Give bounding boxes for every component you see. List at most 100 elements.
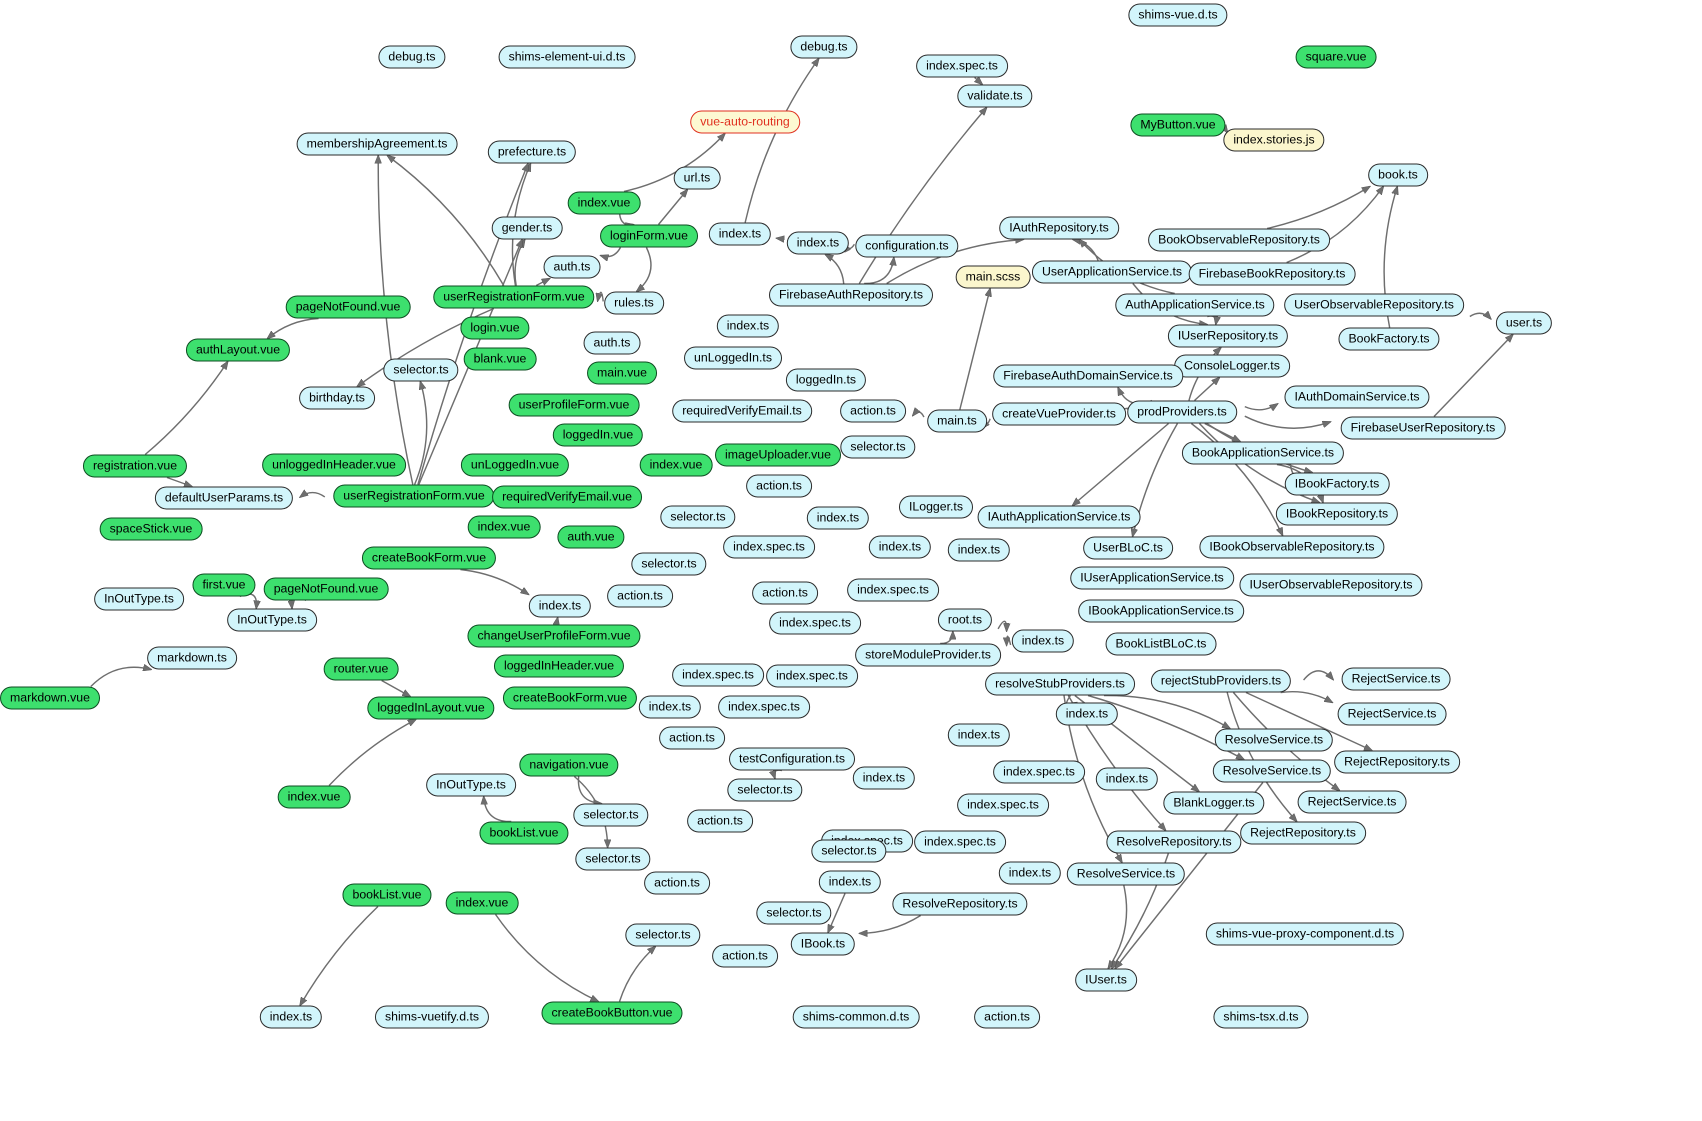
graph-node-user-ts[interactable]: user.ts — [1495, 311, 1553, 335]
graph-node-router-vue[interactable]: router.vue — [323, 657, 399, 681]
graph-node-shims-vue-proxy-component-d-ts[interactable]: shims-vue-proxy-component.d.ts — [1205, 922, 1405, 946]
graph-node-changeuserprofileform-vue[interactable]: changeUserProfileForm.vue — [467, 624, 641, 648]
graph-node-index-vue[interactable]: index.vue — [277, 785, 351, 809]
graph-node-selector-ts[interactable]: selector.ts — [573, 803, 649, 827]
graph-node-bookobservablerepository-ts[interactable]: BookObservableRepository.ts — [1148, 228, 1330, 252]
graph-node-selector-ts[interactable]: selector.ts — [631, 552, 707, 576]
graph-node-book-ts[interactable]: book.ts — [1368, 163, 1428, 187]
graph-node-mybutton-vue[interactable]: MyButton.vue — [1130, 113, 1226, 137]
graph-node-rules-ts[interactable]: rules.ts — [604, 291, 664, 315]
graph-node-pagenotfound-vue[interactable]: pageNotFound.vue — [263, 577, 389, 601]
graph-node-iauthdomainservice-ts[interactable]: IAuthDomainService.ts — [1284, 385, 1430, 409]
graph-node-defaultuserparams-ts[interactable]: defaultUserParams.ts — [154, 486, 294, 510]
graph-node-requiredverifyemail-vue[interactable]: requiredVerifyEmail.vue — [492, 485, 642, 509]
graph-node-firebaseauthdomainservice-ts[interactable]: FirebaseAuthDomainService.ts — [993, 364, 1183, 388]
graph-node-index-ts[interactable]: index.ts — [786, 231, 850, 255]
graph-node-auth-ts[interactable]: auth.ts — [583, 331, 641, 355]
graph-node-selector-ts[interactable]: selector.ts — [727, 778, 803, 802]
graph-node-prefecture-ts[interactable]: prefecture.ts — [487, 140, 577, 164]
graph-node-markdown-vue[interactable]: markdown.vue — [0, 686, 100, 710]
graph-node-consolelogger-ts[interactable]: ConsoleLogger.ts — [1174, 354, 1290, 378]
graph-node-inouttype-ts[interactable]: InOutType.ts — [426, 773, 516, 797]
graph-node-spacestick-vue[interactable]: spaceStick.vue — [99, 517, 203, 541]
graph-node-unloggedinheader-vue[interactable]: unloggedInHeader.vue — [262, 453, 406, 477]
graph-node-url-ts[interactable]: url.ts — [673, 166, 721, 190]
graph-node-rejectrepository-ts[interactable]: RejectRepository.ts — [1334, 750, 1460, 774]
graph-node-shims-vuetify-d-ts[interactable]: shims-vuetify.d.ts — [374, 1005, 490, 1029]
graph-node-selector-ts[interactable]: selector.ts — [756, 901, 832, 925]
graph-node-booklistbloc-ts[interactable]: BookListBLoC.ts — [1105, 632, 1217, 656]
graph-node-index-vue[interactable]: index.vue — [445, 891, 519, 915]
graph-node-index-spec-ts[interactable]: index.spec.ts — [847, 578, 939, 602]
graph-node-iauthrepository-ts[interactable]: IAuthRepository.ts — [999, 216, 1119, 240]
graph-node-index-spec-ts[interactable]: index.spec.ts — [672, 663, 764, 687]
graph-node-bookfactory-ts[interactable]: BookFactory.ts — [1338, 327, 1440, 351]
graph-node-gender-ts[interactable]: gender.ts — [491, 216, 563, 240]
graph-node-registration-vue[interactable]: registration.vue — [82, 454, 188, 478]
graph-node-shims-tsx-d-ts[interactable]: shims-tsx.d.ts — [1213, 1005, 1309, 1029]
graph-node-selector-ts[interactable]: selector.ts — [625, 923, 701, 947]
graph-node-index-spec-ts[interactable]: index.spec.ts — [766, 664, 858, 688]
graph-node-action-ts[interactable]: action.ts — [607, 584, 673, 608]
graph-node-login-vue[interactable]: login.vue — [460, 316, 530, 340]
graph-node-action-ts[interactable]: action.ts — [974, 1005, 1040, 1029]
graph-node-rejectrepository-ts[interactable]: RejectRepository.ts — [1240, 821, 1366, 845]
graph-node-action-ts[interactable]: action.ts — [752, 581, 818, 605]
graph-node-authlayout-vue[interactable]: authLayout.vue — [185, 338, 291, 362]
graph-node-userbloc-ts[interactable]: UserBLoC.ts — [1083, 536, 1173, 560]
graph-node-selector-ts[interactable]: selector.ts — [575, 847, 651, 871]
graph-node-requiredverifyemail-ts[interactable]: requiredVerifyEmail.ts — [672, 399, 812, 423]
graph-node-rejectservice-ts[interactable]: RejectService.ts — [1341, 667, 1451, 691]
graph-node-createbookform-vue[interactable]: createBookForm.vue — [361, 546, 497, 570]
graph-node-userobservablerepository-ts[interactable]: UserObservableRepository.ts — [1284, 293, 1464, 317]
graph-node-shims-element-ui-d-ts[interactable]: shims-element-ui.d.ts — [498, 45, 636, 69]
graph-node-index-spec-ts[interactable]: index.spec.ts — [723, 535, 815, 559]
graph-node-prodproviders-ts[interactable]: prodProviders.ts — [1127, 400, 1237, 424]
graph-node-inouttype-ts[interactable]: InOutType.ts — [227, 608, 317, 632]
graph-node-firebaseauthrepository-ts[interactable]: FirebaseAuthRepository.ts — [769, 283, 933, 307]
graph-node-square-vue[interactable]: square.vue — [1295, 45, 1377, 69]
graph-node-root-ts[interactable]: root.ts — [937, 608, 993, 632]
graph-node-action-ts[interactable]: action.ts — [687, 809, 753, 833]
graph-node-resolverepository-ts[interactable]: ResolveRepository.ts — [892, 892, 1028, 916]
graph-node-loggedinheader-vue[interactable]: loggedInHeader.vue — [493, 654, 625, 678]
graph-node-userapplicationservice-ts[interactable]: UserApplicationService.ts — [1031, 260, 1193, 284]
graph-node-userprofileform-vue[interactable]: userProfileForm.vue — [508, 393, 640, 417]
graph-node-index-ts[interactable]: index.ts — [868, 535, 932, 559]
graph-node-debug-ts[interactable]: debug.ts — [378, 45, 446, 69]
graph-node-index-ts[interactable]: index.ts — [708, 222, 772, 246]
graph-node-selector-ts[interactable]: selector.ts — [811, 839, 887, 863]
graph-node-iuser-ts[interactable]: IUser.ts — [1075, 968, 1137, 992]
graph-node-index-spec-ts[interactable]: index.spec.ts — [957, 793, 1049, 817]
graph-node-index-spec-ts[interactable]: index.spec.ts — [916, 54, 1008, 78]
graph-node-createbookbutton-vue[interactable]: createBookButton.vue — [541, 1001, 683, 1025]
graph-node-firebasebookrepository-ts[interactable]: FirebaseBookRepository.ts — [1188, 262, 1356, 286]
graph-node-index-ts[interactable]: index.ts — [818, 870, 882, 894]
graph-node-bookapplicationservice-ts[interactable]: BookApplicationService.ts — [1181, 441, 1345, 465]
graph-node-auth-vue[interactable]: auth.vue — [557, 525, 625, 549]
graph-node-selector-ts[interactable]: selector.ts — [840, 435, 916, 459]
graph-node-ibookobservablerepository-ts[interactable]: IBookObservableRepository.ts — [1199, 535, 1385, 559]
graph-node-index-ts[interactable]: index.ts — [947, 538, 1011, 562]
graph-node-pagenotfound-vue[interactable]: pageNotFound.vue — [285, 295, 411, 319]
graph-node-loggedin-ts[interactable]: loggedIn.ts — [785, 368, 867, 392]
graph-node-blank-vue[interactable]: blank.vue — [463, 347, 537, 371]
graph-node-firebaseuserrepository-ts[interactable]: FirebaseUserRepository.ts — [1340, 416, 1506, 440]
graph-node-resolveservice-ts[interactable]: ResolveService.ts — [1214, 728, 1334, 752]
graph-node-index-vue[interactable]: index.vue — [639, 453, 713, 477]
graph-node-rejectservice-ts[interactable]: RejectService.ts — [1297, 790, 1407, 814]
graph-node-index-ts[interactable]: index.ts — [528, 594, 592, 618]
graph-node-membershipagreement-ts[interactable]: membershipAgreement.ts — [296, 132, 458, 156]
graph-node-loggedin-vue[interactable]: loggedIn.vue — [552, 423, 644, 447]
graph-node-loggedinlayout-vue[interactable]: loggedInLayout.vue — [367, 696, 495, 720]
graph-node-imageuploader-vue[interactable]: imageUploader.vue — [715, 443, 841, 467]
graph-node-auth-ts[interactable]: auth.ts — [543, 255, 601, 279]
graph-node-index-ts[interactable]: index.ts — [1095, 767, 1159, 791]
graph-node-unloggedin-vue[interactable]: unLoggedIn.vue — [460, 453, 570, 477]
graph-node-birthday-ts[interactable]: birthday.ts — [299, 386, 375, 410]
graph-node-index-ts[interactable]: index.ts — [852, 766, 916, 790]
graph-node-ibookfactory-ts[interactable]: IBookFactory.ts — [1284, 472, 1390, 496]
graph-node-createvueprovider-ts[interactable]: createVueProvider.ts — [992, 402, 1126, 426]
graph-node-index-ts[interactable]: index.ts — [806, 506, 870, 530]
graph-node-index-spec-ts[interactable]: index.spec.ts — [718, 695, 810, 719]
